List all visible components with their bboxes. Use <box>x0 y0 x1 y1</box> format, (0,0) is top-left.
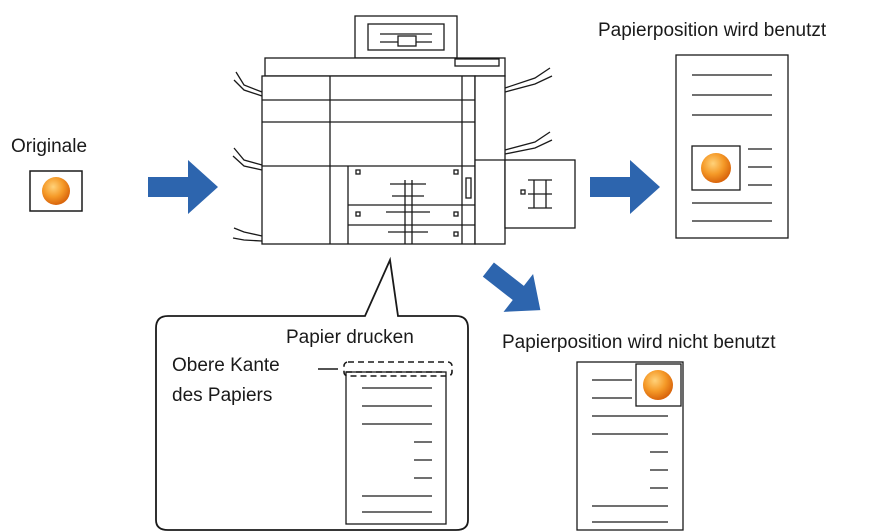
top-edge-label: Obere Kante des Papiers <box>172 351 280 411</box>
photo-dot-icon <box>701 153 731 183</box>
top-edge-label-line1: Obere Kante <box>172 355 280 376</box>
top-edge-label-line2: des Papiers <box>172 385 273 406</box>
position-not-used-label: Papierposition wird nicht benutzt <box>502 332 776 353</box>
position-used-label: Papierposition wird benutzt <box>598 20 827 41</box>
printer-icon <box>232 15 576 245</box>
photo-dot-icon <box>42 177 70 205</box>
print-paper-label: Papier drucken <box>286 327 414 348</box>
arrow-icon <box>482 262 541 312</box>
print-paper <box>345 371 447 525</box>
document-icon <box>675 54 789 239</box>
original-document <box>29 170 83 212</box>
photo-dot-icon <box>643 370 673 400</box>
arrow-icon <box>148 160 218 214</box>
originals-label: Originale <box>11 136 88 157</box>
arrow-icon <box>590 160 660 214</box>
top-edge-indicator <box>318 361 453 377</box>
